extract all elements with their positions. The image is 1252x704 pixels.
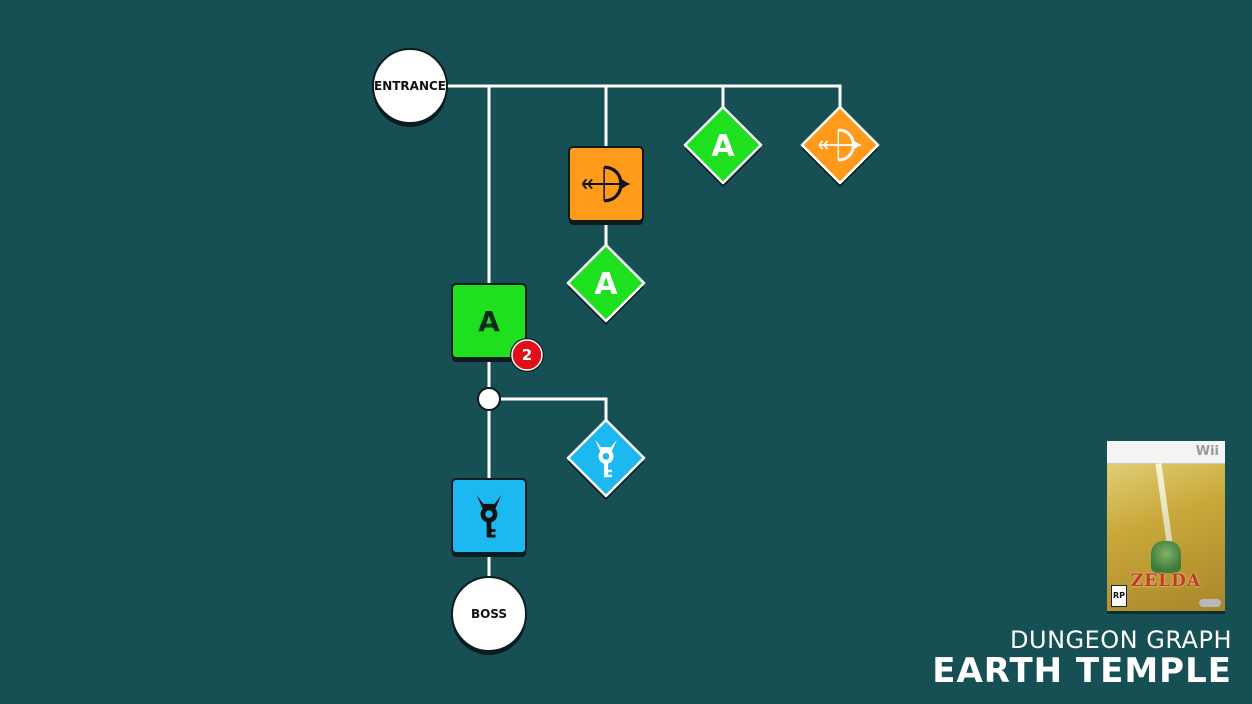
small-key-diamond-node-2[interactable]: A bbox=[566, 243, 646, 325]
edge-entrance-to-key-a-1 bbox=[410, 84, 725, 145]
hero-figure bbox=[1151, 541, 1181, 573]
page-subtitle: DUNGEON GRAPH bbox=[1010, 626, 1232, 654]
node-circle bbox=[372, 48, 448, 124]
bow-item-node[interactable] bbox=[568, 146, 644, 225]
node-square bbox=[451, 283, 527, 359]
page-title: EARTH TEMPLE bbox=[932, 651, 1232, 691]
node-circle bbox=[451, 576, 527, 652]
count-badge-label: 2 bbox=[522, 346, 532, 364]
boss-key-diamond-node[interactable] bbox=[566, 418, 646, 500]
bow-lock-diamond-node[interactable] bbox=[800, 105, 880, 187]
node-diamond bbox=[683, 105, 763, 185]
small-key-lock-node[interactable]: A2 bbox=[451, 283, 544, 372]
count-badge bbox=[511, 339, 543, 371]
node-letter: A bbox=[478, 305, 500, 338]
wii-logo: Wii bbox=[1195, 444, 1219, 459]
zelda-logo: ZELDA bbox=[1130, 571, 1202, 591]
boss-key-lock-node[interactable] bbox=[451, 478, 527, 557]
edge-entrance-to-bow-lock bbox=[410, 84, 842, 145]
junction-dot bbox=[477, 387, 501, 411]
node-letter: A bbox=[711, 129, 735, 164]
junction-node[interactable] bbox=[477, 387, 501, 411]
boss-node[interactable]: BOSS bbox=[451, 576, 527, 655]
wii-band bbox=[1107, 441, 1225, 464]
node-label: ENTRANCE bbox=[374, 79, 446, 93]
entrance-node[interactable]: ENTRANCE bbox=[372, 48, 448, 127]
node-diamond bbox=[566, 243, 646, 323]
small-key-diamond-node[interactable]: A bbox=[683, 105, 763, 187]
game-box-art: Wii ZELDA RP bbox=[1107, 441, 1225, 611]
node-letter: A bbox=[594, 267, 618, 302]
rating-badge: RP bbox=[1111, 585, 1127, 607]
node-label: BOSS bbox=[471, 607, 507, 621]
publisher-logo bbox=[1199, 599, 1221, 607]
